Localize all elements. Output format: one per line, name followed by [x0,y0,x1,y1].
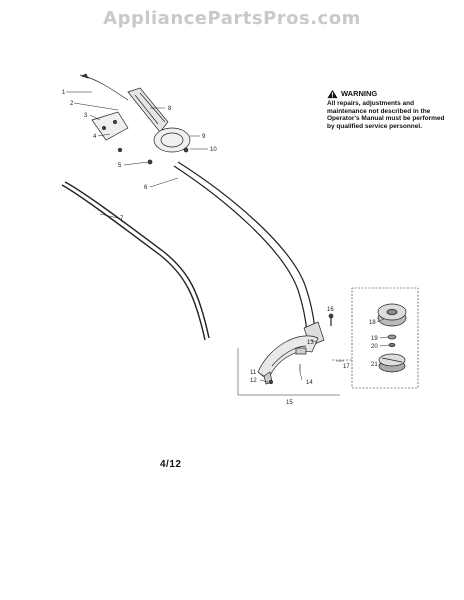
throttle-cable [79,74,129,101]
callout-5: 5 [118,163,122,169]
site-title: AppliancePartsPros.com [103,8,361,29]
part-15-bracket [237,348,340,396]
warning-header: WARNING [327,89,445,99]
page-number: 4/12 [160,459,182,470]
callout-6: 6 [144,185,148,191]
callout-18: 18 [369,320,376,326]
warning-triangle-icon [327,89,338,99]
warning-body: All repairs, adjustments and maintenance… [327,100,445,130]
handle-clamp [153,127,191,153]
callout-16: 16 [327,307,334,313]
callout-20: 20 [371,344,378,350]
handle-bracket [91,111,129,141]
callout-2: 2 [70,101,74,107]
warning-heading: WARNING [341,89,378,99]
part-17-bracket [332,287,419,389]
flex-drive-cable [61,184,206,341]
callout-15: 15 [286,400,293,406]
callout-9: 9 [202,134,206,140]
callout-3: 3 [84,113,88,119]
warning-box: WARNING All repairs, adjustments and mai… [327,89,445,130]
callout-19: 19 [371,336,378,342]
callout-14: 14 [306,380,313,386]
handle-housing [127,87,169,133]
callout-21: 21 [371,362,378,368]
callout-10: 10 [210,147,217,153]
callout-7: 7 [120,216,124,222]
callout-4: 4 [93,134,97,140]
callout-1: 1 [62,90,66,96]
deflector-shield [257,335,319,381]
callout-13: 13 [307,340,314,346]
callout-12: 12 [250,378,257,384]
callout-17: 17 [343,364,350,370]
callout-8: 8 [168,106,172,112]
drive-shaft-tube [177,161,316,331]
callout-11: 11 [250,370,257,376]
